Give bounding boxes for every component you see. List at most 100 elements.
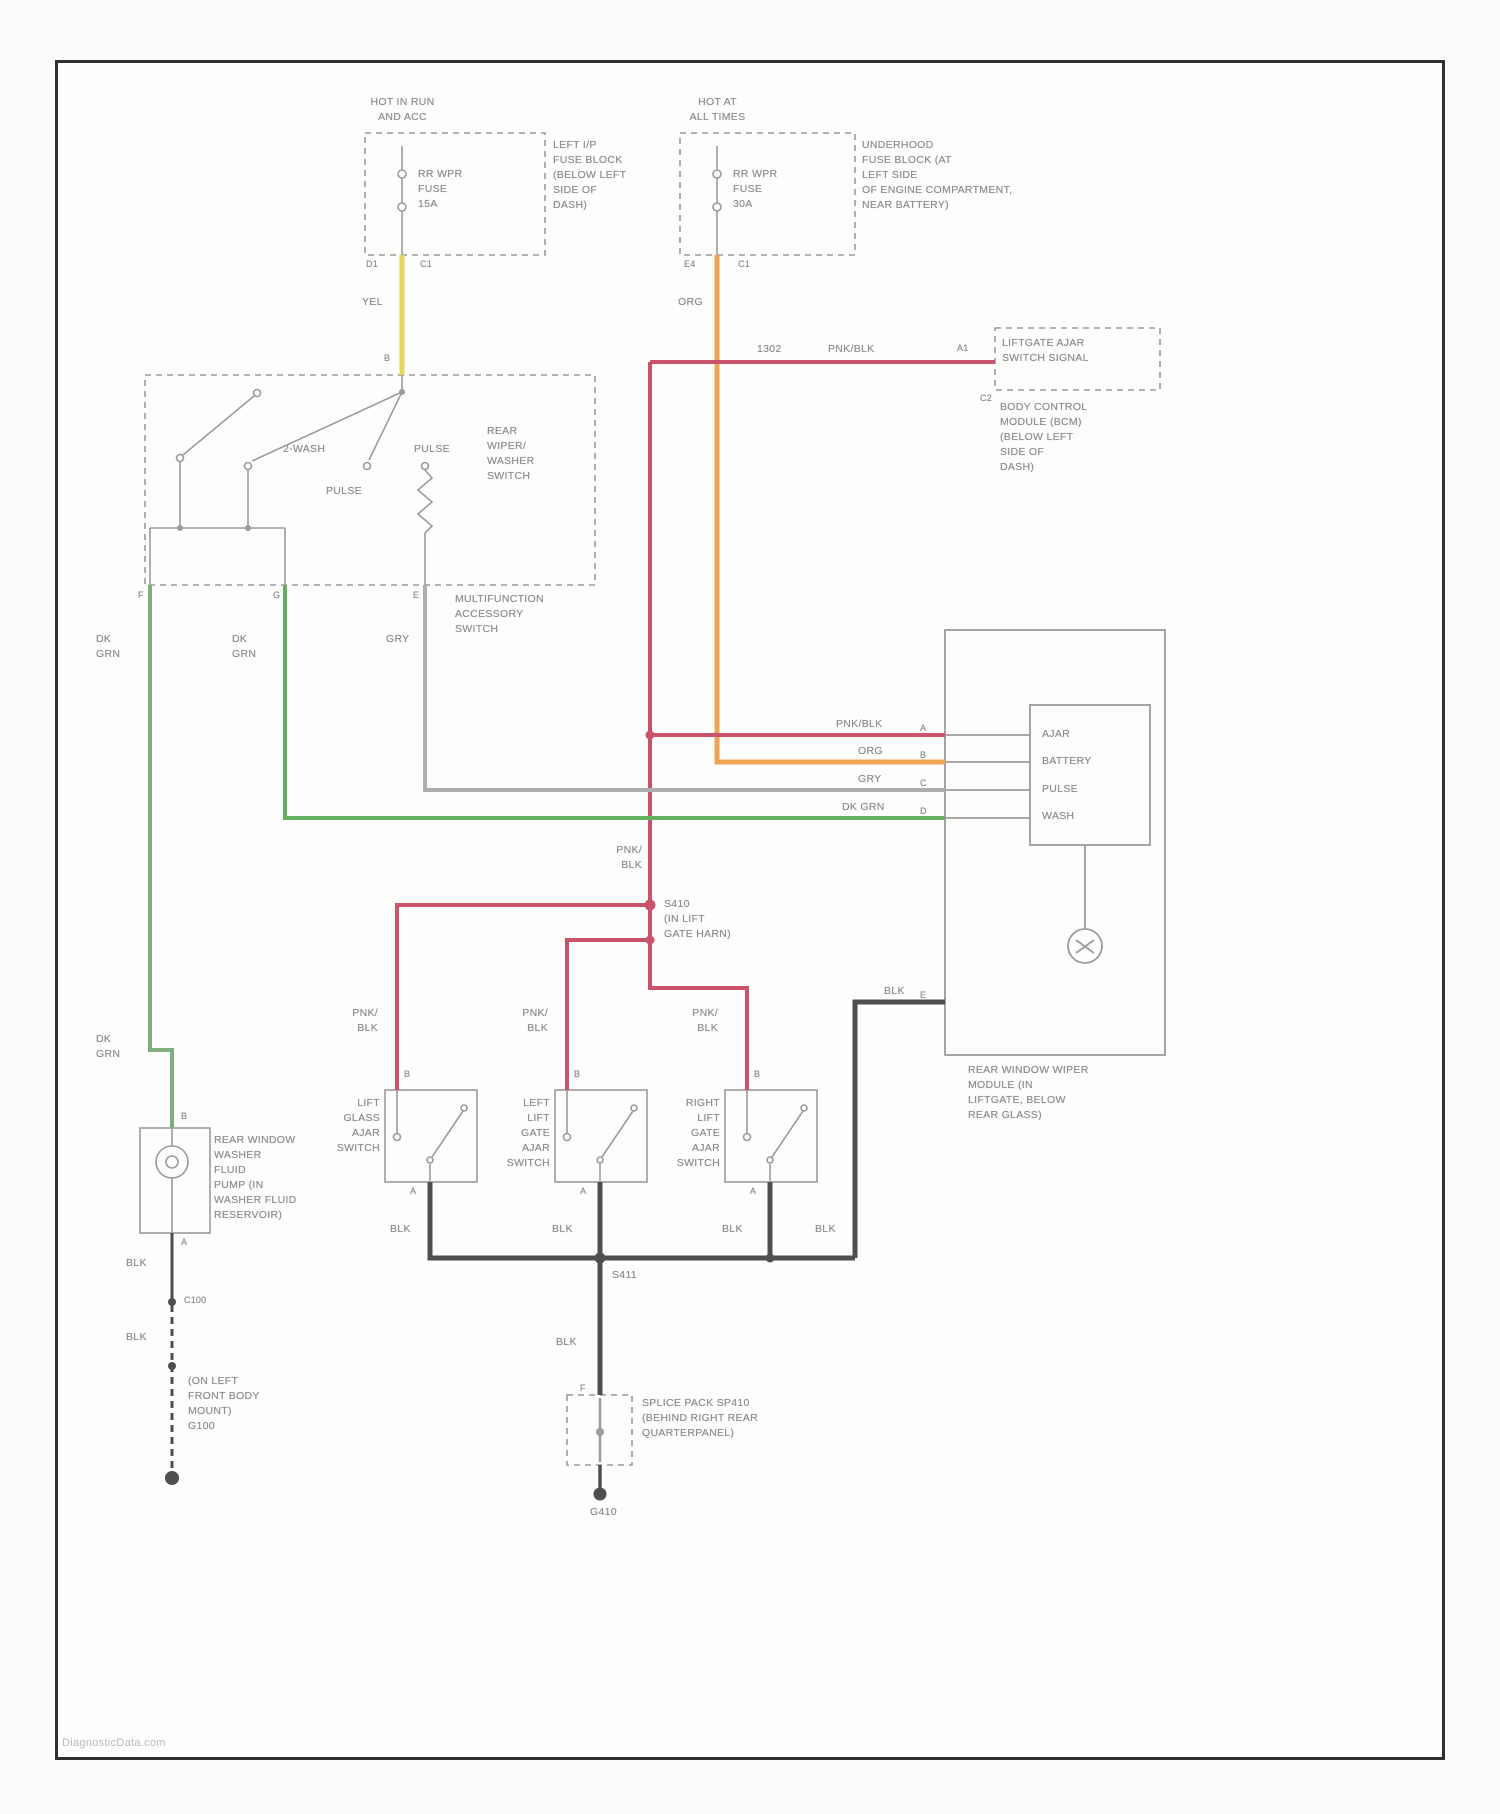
switch-pin-2-label: G	[273, 590, 281, 600]
fuse-left-pin-b: C1	[420, 259, 432, 269]
switch-pin-3-label: E	[413, 590, 420, 600]
bcm-signal-label: LIFTGATE AJAR SWITCH SIGNAL	[1002, 337, 1089, 364]
wiper-switch-subtitle: MULTIFUNCTION ACCESSORY SWITCH	[455, 593, 544, 635]
hot-at-all-times-label: HOT AT ALL TIMES	[689, 96, 746, 123]
module-pin-b-wire-label: ORG	[858, 745, 883, 757]
module-pin-d-wire-label: DK GRN	[842, 801, 885, 813]
wiper-switch-title: REAR WIPER/ WASHER SWITCH	[487, 425, 535, 482]
switch3-name-label: RIGHT LIFT GATE AJAR SWITCH	[676, 1097, 720, 1169]
pump-name-label: REAR WINDOW WASHER FLUID PUMP (IN WASHER…	[214, 1134, 297, 1221]
switch2-pin-bot-label: A	[580, 1186, 587, 1196]
fuse-block-right-label: UNDERHOOD FUSE BLOCK (AT LEFT SIDE OF EN…	[862, 139, 1013, 211]
junction-dot	[765, 1253, 775, 1263]
switch1-pin-top-label: B	[404, 1069, 411, 1079]
dk-grn-wash-wire-label: DK GRN	[232, 633, 257, 660]
dk-grn-wire-module	[283, 585, 945, 820]
module-name-label: REAR WINDOW WIPER MODULE (IN LIFTGATE, B…	[968, 1064, 1089, 1121]
dk-grn-pump-wire-label: DK GRN	[96, 633, 121, 660]
switch2-pin-top-label: B	[574, 1069, 581, 1079]
fuse-right-pin-a: E4	[684, 259, 696, 269]
switch2-name-label: LEFT LIFT GATE AJAR SWITCH	[506, 1097, 550, 1169]
splice-s411-label: S411	[612, 1269, 637, 1281]
circuit-1302-label: 1302	[757, 343, 782, 355]
fuse-box-right	[679, 132, 856, 256]
fuse-left-pin-a: D1	[366, 259, 378, 269]
dk-grn-wire-pump	[148, 585, 174, 1128]
gry-wire-label: GRY	[386, 633, 410, 645]
fuse-right-label: RR WPR FUSE 30A	[733, 168, 778, 210]
splice-s410-label: S410 (IN LIFT GATE HARN)	[664, 898, 731, 940]
switch3-pin-bot-label: A	[750, 1186, 757, 1196]
fuse-left-label: RR WPR FUSE 15A	[418, 168, 463, 210]
module-fn-pulse-label: PULSE	[1042, 783, 1078, 795]
wiper-module-box	[944, 629, 1166, 1056]
dk-grn-pump-wire-label-2: DK GRN	[96, 1033, 121, 1060]
switch3-wire-bot-label: BLK	[722, 1223, 743, 1235]
switch-pos-pulse-label: PULSE	[326, 485, 362, 497]
switch-pin-1-label: F	[138, 590, 144, 600]
bcm-pin-label: A1	[957, 343, 969, 353]
module-pin-c-label: C	[920, 778, 927, 788]
hot-in-run-label: HOT IN RUN AND ACC	[370, 96, 435, 123]
splice-s410-dot	[644, 899, 656, 911]
fuse-right-pin-b: C1	[738, 259, 750, 269]
switch3-pin-top-label: B	[754, 1069, 761, 1079]
left-liftgate-ajar-switch-box	[554, 1089, 648, 1183]
diagram-border	[55, 60, 1445, 1760]
module-pin-b-label: B	[920, 750, 927, 760]
junction-dot	[645, 730, 655, 740]
blk-down-wire-label: BLK	[556, 1336, 577, 1348]
switch1-pin-bot-label: A	[410, 1186, 417, 1196]
org-wire	[714, 255, 945, 765]
switch-pos-wash-label: 2-WASH	[283, 443, 326, 455]
pump-ground-wire	[165, 1233, 179, 1485]
splice-pack-box	[566, 1394, 633, 1466]
module-pin-a-wire-label: PNK/BLK	[836, 718, 883, 730]
module-pin-e-label: E	[920, 990, 927, 1000]
pnk-blk-bcm-label: PNK/BLK	[828, 343, 875, 355]
switch-pos-pulse2-label: PULSE	[414, 443, 450, 455]
module-pin-d-label: D	[920, 806, 927, 816]
switch1-wire-bot-label: BLK	[390, 1223, 411, 1235]
junction-dot	[168, 1362, 176, 1370]
bcm-box	[994, 327, 1161, 391]
pump-pin-top-label: B	[181, 1111, 188, 1121]
ground-g100-dot	[165, 1471, 179, 1485]
switch1-name-label: LIFT GLASS AJAR SWITCH	[336, 1097, 380, 1154]
bcm-name-label: BODY CONTROL MODULE (BCM) (BELOW LEFT SI…	[1000, 401, 1088, 473]
ground-g410-label: G410	[590, 1506, 617, 1518]
switch2-wire-bot-label: BLK	[552, 1223, 573, 1235]
fuse-box-left	[364, 132, 546, 256]
switch1-wire-top-label: PNK/ BLK	[352, 1007, 378, 1034]
org-wire-label: ORG	[678, 296, 703, 308]
module-fn-battery-label: BATTERY	[1042, 755, 1092, 767]
bcm-connector-label: C2	[980, 393, 992, 403]
module-ground-wire-label: BLK	[815, 1223, 836, 1235]
module-fn-ajar-label: AJAR	[1042, 728, 1071, 740]
connector-c100-label: C100	[184, 1295, 207, 1305]
splice-pack-label: SPLICE PACK SP410 (BEHIND RIGHT REAR QUA…	[642, 1397, 759, 1439]
splice-s411-dot	[594, 1252, 606, 1264]
ground-g410-dot	[593, 1487, 607, 1501]
pump-motor-icon	[155, 1145, 189, 1179]
washer-pump-box	[139, 1127, 211, 1234]
switch-top-pin-label: B	[384, 353, 391, 363]
watermark: DiagnosticData.com	[62, 1737, 166, 1749]
switch3-wire-top-label: PNK/ BLK	[692, 1007, 718, 1034]
ground-g100-label: (ON LEFT FRONT BODY MOUNT) G100	[188, 1375, 260, 1432]
blk-ground-wires	[427, 999, 945, 1501]
gry-wire	[423, 585, 945, 792]
pump-blk-wire-label-1: BLK	[126, 1257, 147, 1269]
switch2-wire-top-label: PNK/ BLK	[522, 1007, 548, 1034]
module-pin-a-label: A	[920, 723, 927, 733]
fuse-block-left-label: LEFT I/P FUSE BLOCK (BELOW LEFT SIDE OF …	[553, 139, 627, 211]
right-liftgate-ajar-switch-box	[724, 1089, 818, 1183]
pnk-blk-wires	[395, 360, 995, 1090]
module-pin-c-wire-label: GRY	[858, 773, 882, 785]
wiper-motor-icon	[1067, 928, 1103, 964]
yel-wire-label: YEL	[362, 296, 383, 308]
pump-pin-bot-label: A	[181, 1237, 188, 1247]
connector-c100-dot	[168, 1298, 176, 1306]
